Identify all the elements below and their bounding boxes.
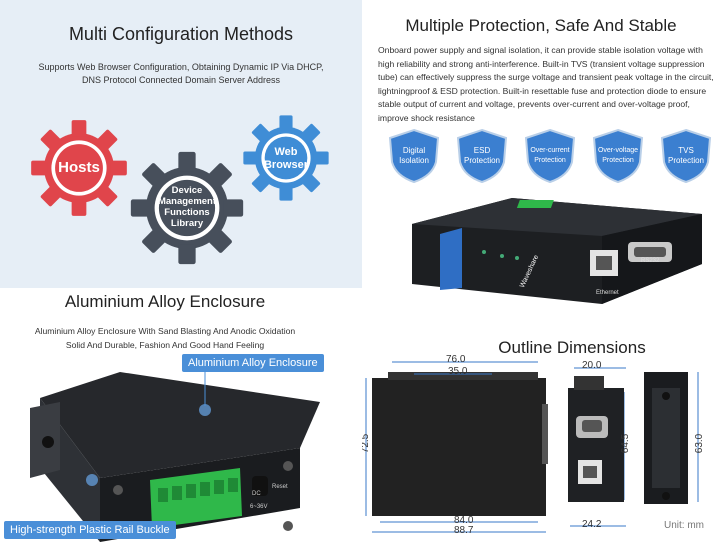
shield-icon <box>388 128 440 184</box>
dim-side-bottom: 24.2 <box>582 519 602 530</box>
gear-label-library-line2: Management <box>157 195 217 207</box>
dim-bottom-outer: 88.7 <box>454 525 474 536</box>
shield-icon <box>524 128 576 184</box>
tag-aluminium-enclosure: Aluminium Alloy Enclosure <box>182 354 324 372</box>
dim-side-right: 64.5 <box>620 433 632 454</box>
shield-over-voltage-line2: Protection <box>602 157 634 164</box>
enclosure-panel: Aluminium Alloy Enclosure Aluminium Allo… <box>0 288 362 542</box>
shield-esd-line2: Protection <box>463 156 501 165</box>
dim-side-top: 20.0 <box>582 360 602 371</box>
device-port-rs232: RS232 <box>641 258 660 264</box>
dim-left: 72.5 <box>362 433 372 454</box>
dim-top-outer: 76.0 <box>446 354 466 365</box>
shield-digital-line1: Digital <box>402 146 426 155</box>
shield-esd-line1: ESD <box>473 146 491 155</box>
config-methods-panel: Multi Configuration Methods Supports Web… <box>0 0 362 288</box>
device-port-ethernet: Ethernet <box>596 290 619 296</box>
config-methods-desc-line2: DNS Protocol Connected Domain Server Add… <box>81 75 281 85</box>
protection-title: Multiple Protection, Safe And Stable <box>405 16 677 35</box>
shield-over-voltage-line1: Over-voltage <box>597 147 639 154</box>
protection-shields: Digital Isolation ESD Protection Over-cu… <box>362 128 720 188</box>
shield-digital-isolation: Digital Isolation <box>388 128 440 184</box>
front-view-drawing <box>372 372 548 516</box>
enclosure-label-voltage: 6~36V <box>250 504 268 510</box>
shield-icon <box>660 128 712 184</box>
shield-digital-line2: Isolation <box>399 156 429 165</box>
shield-esd-protection: ESD Protection <box>456 128 508 184</box>
protection-description: Onboard power supply and signal isolatio… <box>378 45 714 123</box>
hosts-gear-icon <box>31 120 127 216</box>
shield-tvs-protection: TVS Protection <box>660 128 712 184</box>
outline-dimensions-panel: Outline Dimensions <box>362 320 720 542</box>
shield-icon <box>456 128 508 184</box>
shield-over-current-line2: Protection <box>534 157 566 164</box>
dim-top-inner: 35.0 <box>448 366 468 377</box>
shield-tvs-line1: TVS <box>678 146 694 155</box>
dim-bottom-inner: 84.0 <box>454 515 474 526</box>
tag-plastic-rail-buckle: High-strength Plastic Rail Buckle <box>4 521 176 539</box>
shield-icon <box>592 128 644 184</box>
config-methods-title: Multi Configuration Methods <box>68 24 294 44</box>
gear-label-hosts: Hosts <box>58 159 100 176</box>
library-gear-icon <box>130 151 244 265</box>
config-methods-desc-line1: Supports Web Browser Configuration, Obta… <box>38 62 324 72</box>
web-browser-gear-icon <box>243 115 329 201</box>
side-view-drawing <box>568 376 624 502</box>
enclosure-device-image <box>30 372 320 542</box>
gear-label-library-line4: Library <box>170 217 204 229</box>
tag-pointer-line <box>204 368 206 406</box>
enclosure-desc-line1: Aluminium Alloy Enclosure With Sand Blas… <box>34 326 296 336</box>
enclosure-label-reset: Reset <box>272 484 288 490</box>
enclosure-desc-line2: Solid And Durable, Fashion And Good Hand… <box>65 340 265 350</box>
gear-label-library-line3: Functions <box>164 206 210 218</box>
shield-over-voltage: Over-voltage Protection <box>592 128 644 184</box>
dim-rail-right: 63.0 <box>694 433 706 454</box>
device-front-image <box>412 198 702 304</box>
gear-label-web-line2: Browser <box>263 158 309 171</box>
shield-over-current-line1: Over-current <box>530 147 570 154</box>
gear-label-web-line1: Web <box>274 146 298 158</box>
rail-view-drawing <box>644 372 688 504</box>
gear-label-web: Web Browser <box>256 146 316 171</box>
outline-title: Outline Dimensions <box>498 338 646 357</box>
shield-tvs-line2: Protection <box>667 156 705 165</box>
gear-label-library: Device Management Functions Library <box>152 185 222 230</box>
outline-drawings <box>365 361 699 533</box>
enclosure-title: Aluminium Alloy Enclosure <box>64 292 266 311</box>
enclosure-label-dc: DC <box>252 491 261 497</box>
protection-panel: Multiple Protection, Safe And Stable Onb… <box>362 0 720 320</box>
unit-label: Unit: mm <box>664 520 704 531</box>
gears-illustration <box>31 115 329 265</box>
gear-label-library-line1: Device <box>171 185 203 196</box>
shield-over-current: Over-current Protection <box>524 128 576 184</box>
